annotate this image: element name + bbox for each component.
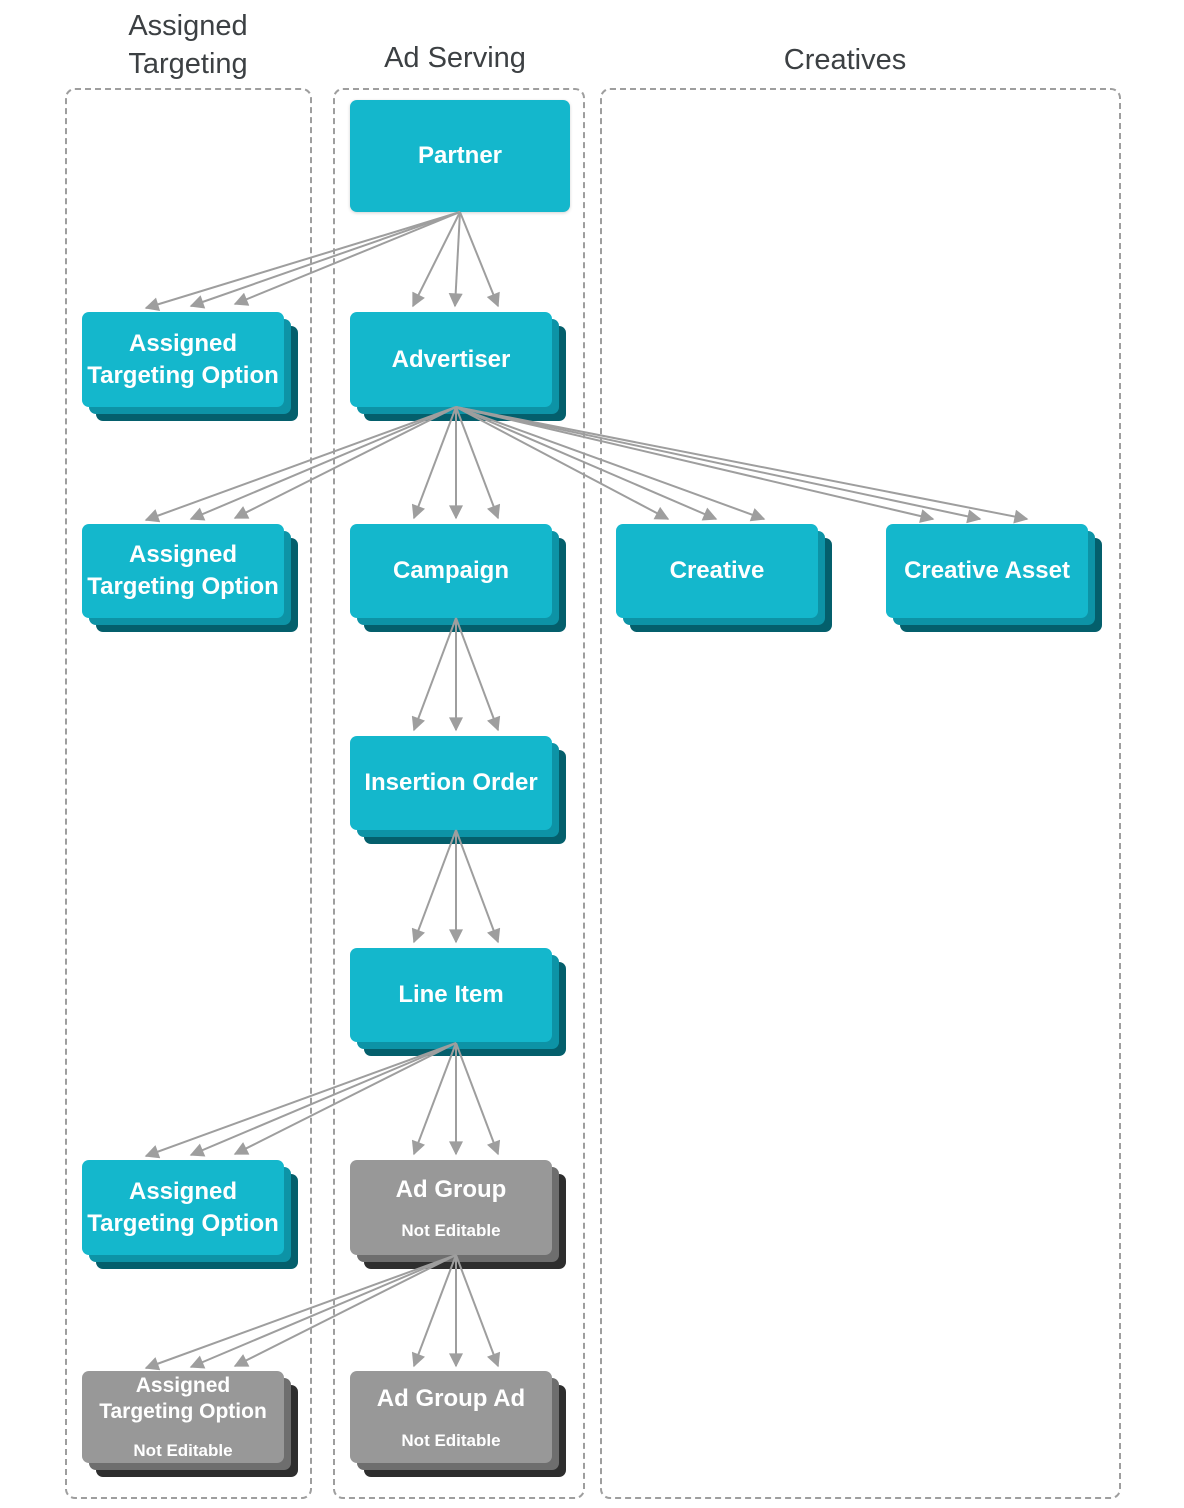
node-creative: Creative [616, 524, 832, 632]
column-title-assigned-targeting: Assigned Targeting [128, 10, 248, 80]
node-ad-group-label: Ad Group [395, 1175, 507, 1203]
node-advertiser: Advertiser [350, 312, 566, 421]
node-ad-group: Ad Group Not Editable [350, 1160, 566, 1269]
node-creative-label: Creative [669, 557, 765, 585]
node-partner: Partner [350, 100, 570, 212]
node-ad-group-sublabel: Not Editable [401, 1221, 501, 1241]
node-ad-group-ad-label: Ad Group Ad [376, 1385, 526, 1413]
node-ato-ad-group-sublabel: Not Editable [133, 1441, 233, 1461]
column-title-creatives: Creatives [783, 44, 907, 76]
node-assigned-targeting-option-line-item: Assigned Targeting Option [82, 1160, 298, 1269]
column-title-ad-serving: Ad Serving [384, 42, 526, 74]
node-campaign: Campaign [350, 524, 566, 632]
node-creative-asset: Creative Asset [886, 524, 1102, 632]
node-insertion-order-label: Insertion Order [364, 769, 538, 797]
node-assigned-targeting-option-partner: Assigned Targeting Option [82, 312, 298, 421]
column-creatives [600, 88, 1121, 1499]
node-insertion-order: Insertion Order [350, 736, 566, 844]
node-ato-ad-group-label: Assigned Targeting Option [99, 1373, 267, 1423]
node-advertiser-label: Advertiser [391, 345, 511, 373]
node-ato-partner-label: Assigned Targeting Option [87, 329, 279, 389]
node-line-item: Line Item [350, 948, 566, 1056]
node-line-item-label: Line Item [398, 981, 504, 1009]
column-ad-serving [333, 88, 585, 1499]
node-ad-group-ad: Ad Group Ad Not Editable [350, 1371, 566, 1477]
node-creative-asset-label: Creative Asset [904, 557, 1070, 585]
node-campaign-label: Campaign [392, 557, 509, 585]
node-assigned-targeting-option-ad-group: Assigned Targeting Option Not Editable [82, 1371, 298, 1477]
node-ato-advertiser-label: Assigned Targeting Option [87, 541, 279, 600]
node-ato-line-item-label: Assigned Targeting Option [87, 1177, 279, 1237]
node-ad-group-ad-sublabel: Not Editable [401, 1430, 501, 1450]
node-assigned-targeting-option-advertiser: Assigned Targeting Option [82, 524, 298, 632]
node-partner-label: Partner [417, 142, 503, 170]
column-assigned-targeting [65, 88, 312, 1499]
